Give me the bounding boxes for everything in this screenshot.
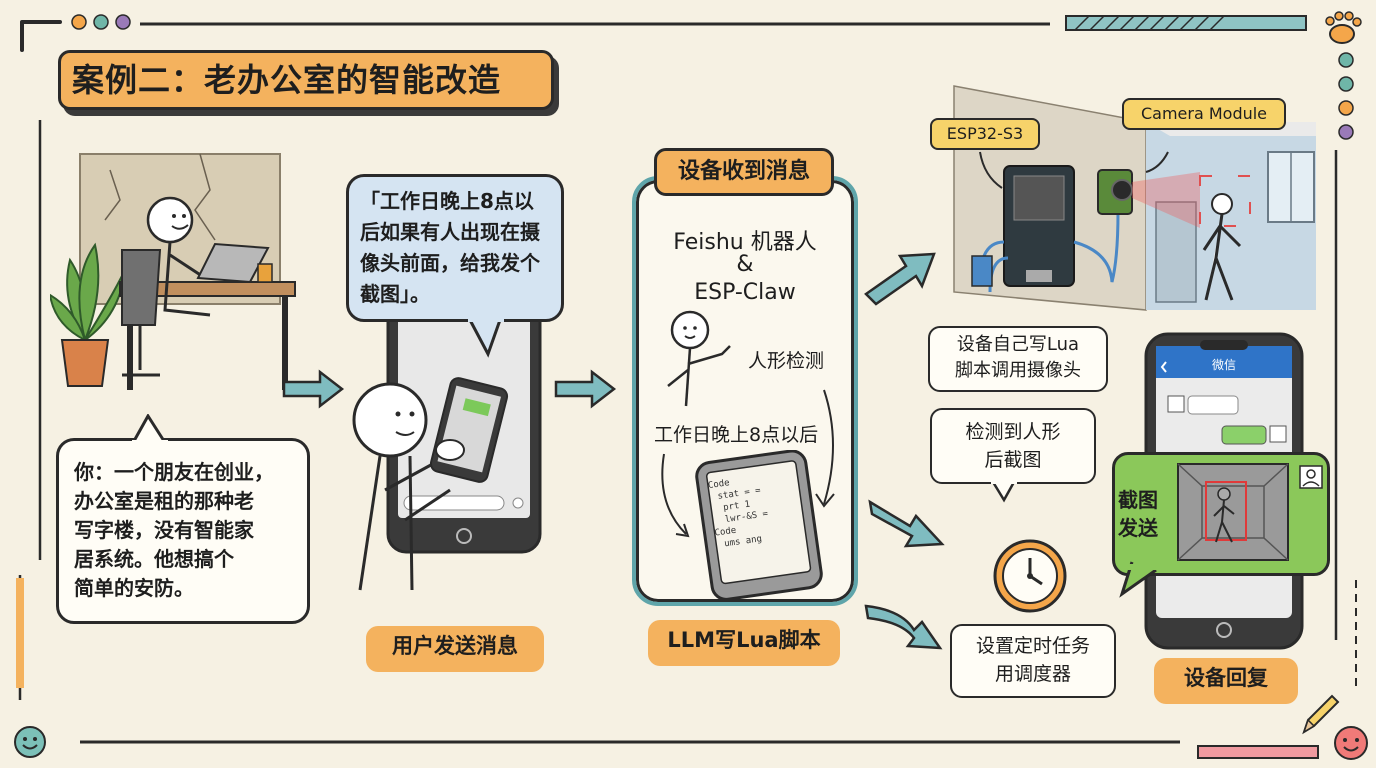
- arrow-up-icon: [864, 252, 936, 306]
- title-banner: [58, 50, 554, 110]
- step2-header: 设备收到消息: [654, 148, 834, 196]
- smiley-pink-icon: [1334, 726, 1368, 760]
- camera-label: Camera Module: [1122, 98, 1286, 130]
- bubble-tail: [468, 318, 504, 358]
- code-lines: Code stat = = prt 1 lwr-&S = Code ums an…: [707, 472, 772, 551]
- decor-side-dots-icon: [1338, 52, 1354, 140]
- smiley-teal-icon: [14, 726, 46, 758]
- esp32-label: ESP32-S3: [930, 118, 1040, 150]
- ampersand-text: &: [736, 252, 754, 277]
- lua-note-text: 设备自己写Lua 脚本调用摄像头: [928, 332, 1108, 384]
- screenshot-label: 截图 发送: [1118, 486, 1158, 542]
- arrow-down-icon: [868, 499, 945, 548]
- esp-claw-text: ESP-Claw: [694, 280, 796, 305]
- time-rule-text: 工作日晚上8点以后: [654, 424, 819, 446]
- page-title: 案例二：老办公室的智能改造: [72, 61, 502, 99]
- schedule-note-line: 设置定时任务: [975, 635, 1090, 657]
- detect-text: 人形检测: [748, 350, 825, 372]
- detect-note-line: 后截图: [984, 449, 1042, 471]
- arrow-schedule-icon: [864, 604, 943, 650]
- intro-bubble: [56, 438, 310, 624]
- lua-note-line: 脚本调用摄像头: [955, 360, 1081, 381]
- lua-note-line: 设备自己写Lua: [956, 334, 1080, 355]
- arrow-2-icon: [554, 369, 617, 409]
- wechat-title: 微信: [1211, 358, 1236, 372]
- intro-line: 办公室是租的那种老: [74, 489, 254, 513]
- request-line: 像头前面，给我发个: [360, 251, 540, 275]
- arrow-1-icon: [282, 369, 345, 409]
- step1-label: 用户发送消息: [366, 626, 544, 672]
- schedule-note-line: 用调度器: [994, 663, 1071, 685]
- clock-icon: [993, 539, 1067, 613]
- screenshot-image: [1119, 463, 1323, 598]
- label-pointers: [979, 151, 1169, 189]
- intro-line: 简单的安防。: [74, 576, 194, 600]
- bubble-tail: [991, 480, 1017, 503]
- code-tablet-illustration: [695, 450, 823, 600]
- request-line: 截图」。: [360, 282, 430, 306]
- step2-label: LLM写Lua脚本: [648, 620, 840, 666]
- bubble-tail: [132, 414, 168, 444]
- request-text: 「工作日晚上8点以 后如果有人出现在摄 像头前面，给我发个 截图」。: [360, 186, 540, 310]
- user-phone-illustration: [352, 300, 542, 591]
- intro-line: 居系统。他想搞个: [74, 547, 234, 571]
- thinking-figure-illustration: [667, 310, 731, 407]
- intro-line: 你：一个朋友在创业，: [74, 460, 274, 484]
- feishu-text: Feishu 机器人: [673, 230, 817, 255]
- paw-icon: [1325, 11, 1362, 44]
- schedule-note-text: 设置定时任务 用调度器: [950, 632, 1116, 688]
- detect-note-line: 检测到人形: [965, 421, 1061, 443]
- decor-dots-icon: [71, 14, 131, 30]
- detect-note-text: 检测到人形 后截图: [930, 418, 1096, 474]
- intro-line: 写字楼，没有智能家: [74, 518, 254, 542]
- request-line: 后如果有人出现在摄: [360, 220, 540, 244]
- step3-label: 设备回复: [1154, 658, 1298, 704]
- screenshot-label-line: 发送: [1118, 516, 1158, 540]
- intro-text: 你：一个朋友在创业， 办公室是租的那种老 写字楼，没有智能家 居系统。他想搞个 …: [74, 458, 274, 603]
- request-bubble: [346, 174, 564, 322]
- flow-arrows: [661, 389, 835, 538]
- schedule-note-bubble: [950, 624, 1116, 698]
- lua-note-bubble: [928, 326, 1108, 392]
- screenshot-label-line: 截图: [1118, 488, 1158, 512]
- pencil-icon: [1302, 694, 1340, 735]
- office-worker-illustration: [50, 153, 296, 390]
- request-line: 「工作日晚上8点以: [360, 189, 534, 213]
